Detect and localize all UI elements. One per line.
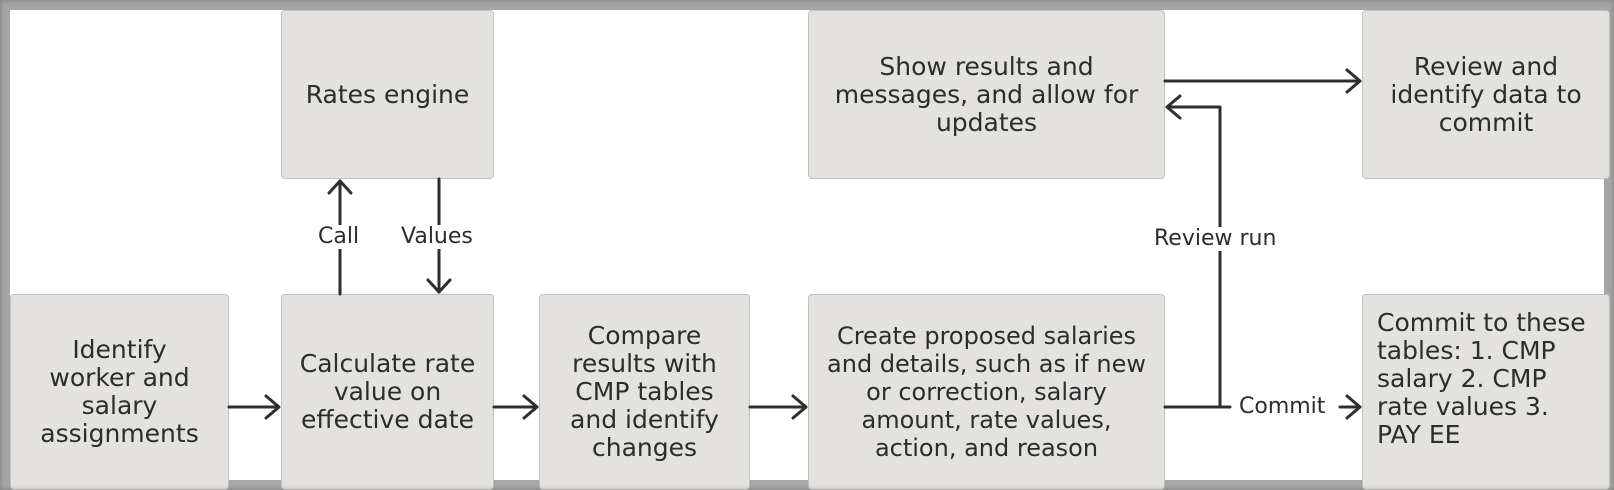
- arrow-compare-to-create-head: [791, 394, 808, 420]
- arrow-review-run-head: [1165, 94, 1182, 120]
- node-commit-tables-label: Commit to these tables: 1. CMP salary 2.…: [1377, 308, 1586, 449]
- arrow-values-head: [426, 278, 452, 294]
- node-create-proposed: Create proposed salaries and details, su…: [808, 294, 1165, 490]
- node-calculate-rate: Calculate rate value on effective date: [281, 294, 494, 490]
- node-identify-worker: Identify worker and salary assignments: [10, 294, 229, 490]
- node-create-proposed-label: Create proposed salaries and details, su…: [827, 322, 1146, 462]
- diagram-canvas: [10, 10, 1604, 480]
- node-review-identify: Review and identify data to commit: [1362, 10, 1610, 179]
- node-show-results: Show results and messages, and allow for…: [808, 10, 1165, 179]
- edge-label-call: Call: [318, 224, 360, 249]
- arrow-show-to-review-head: [1345, 68, 1362, 94]
- edge-label-review-run: Review run: [1154, 226, 1277, 251]
- node-compare-results-label: Compare results with CMP tables and iden…: [570, 321, 719, 462]
- arrow-identify-to-calculate-head: [264, 394, 281, 420]
- arrow-review-run: [1166, 105, 1222, 409]
- edge-label-commit: Commit: [1234, 395, 1331, 419]
- node-rates-engine: Rates engine: [281, 10, 494, 179]
- node-calculate-rate-label: Calculate rate value on effective date: [299, 349, 476, 434]
- node-compare-results: Compare results with CMP tables and iden…: [539, 294, 750, 490]
- arrow-calculate-to-compare-head: [522, 394, 539, 420]
- node-show-results-label: Show results and messages, and allow for…: [834, 51, 1139, 137]
- arrow-call-head: [327, 179, 353, 195]
- node-review-identify-label: Review and identify data to commit: [1390, 51, 1582, 137]
- node-identify-worker-label: Identify worker and salary assignments: [40, 335, 199, 448]
- edge-label-values: Values: [401, 224, 473, 249]
- node-commit-tables: Commit to these tables: 1. CMP salary 2.…: [1362, 294, 1610, 490]
- arrow-commit-head: [1345, 394, 1362, 420]
- node-rates-engine-label: Rates engine: [305, 79, 470, 109]
